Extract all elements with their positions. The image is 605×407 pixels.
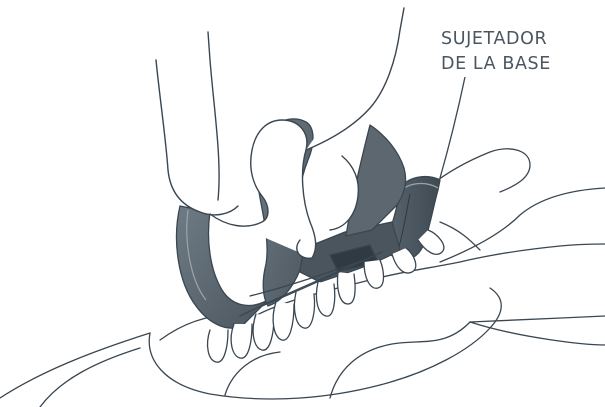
callout-label-line2: DE LA BASE bbox=[441, 52, 551, 77]
callout-label: SUJETADOR DE LA BASE bbox=[441, 27, 551, 77]
floor-outline bbox=[0, 316, 605, 407]
callout-leader-line bbox=[440, 77, 465, 178]
callout-label-line1: SUJETADOR bbox=[441, 27, 551, 52]
